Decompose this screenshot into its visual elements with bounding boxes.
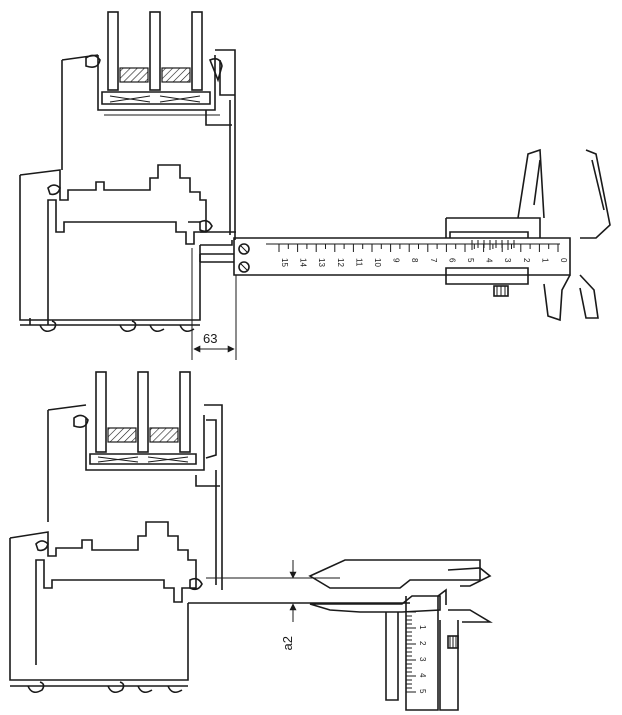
bottom-sash-frame [47,404,223,590]
scale-number: 7 [429,258,438,263]
scale-number: 8 [410,258,419,263]
top-dimension-label: 63 [203,331,217,346]
bottom-scale-numbers: 1 2 3 4 5 [418,625,427,694]
bottom-dimension-label: a2 [280,636,295,650]
scale-number: 3 [418,657,427,662]
bottom-vernier-caliper: 1 2 3 4 5 [308,559,493,711]
top-dimension: 63 [191,248,237,360]
bottom-window-profile [9,371,410,694]
scale-number: 4 [418,673,427,678]
scale-number: 0 [559,258,568,263]
scale-number: 14 [299,258,308,267]
scale-number: 4 [485,258,494,263]
scale-number: 12 [336,258,345,267]
scale-number: 2 [522,258,531,263]
scale-number: 5 [466,258,475,263]
scale-number: 6 [447,258,456,263]
scale-number: 1 [418,625,427,630]
top-glazing-unit [97,11,220,116]
scale-number: 1 [540,258,549,263]
bottom-dimension: a2 [206,560,340,650]
top-outer-frame [19,164,236,333]
scale-number: 9 [392,258,401,263]
top-window-profile [19,11,236,333]
bottom-glazing-unit [85,371,205,471]
scale-number: 3 [503,258,512,263]
scale-number: 15 [280,258,289,267]
scale-number: 5 [418,689,427,694]
scale-number: 10 [373,258,382,267]
scale-number: 13 [317,258,326,267]
bottom-main-scale: 1 2 3 4 5 [406,611,427,694]
scale-number: 11 [354,258,363,267]
top-sash-frame [61,49,236,240]
bottom-outer-frame [9,521,410,694]
scale-number: 2 [418,641,427,646]
